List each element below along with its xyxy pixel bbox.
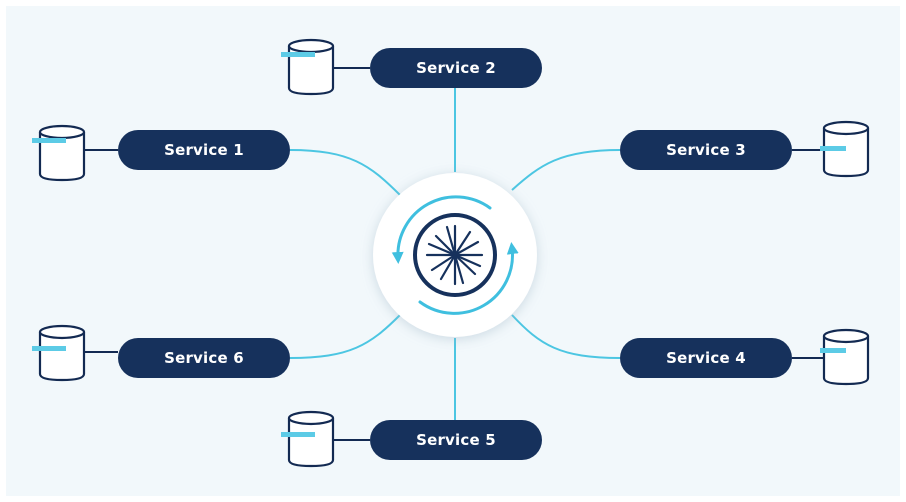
database-icon [281, 410, 335, 468]
db-connectors [84, 67, 824, 441]
service-node-6[interactable]: Service 6 [118, 338, 290, 378]
service-label: Service 5 [416, 431, 496, 449]
service-node-3[interactable]: Service 3 [620, 130, 792, 170]
connector-service-3 [511, 149, 621, 191]
service-node-2[interactable]: Service 2 [370, 48, 542, 88]
database-icon [820, 120, 870, 178]
service-label: Service 6 [164, 349, 244, 367]
database-service-3 [820, 120, 870, 178]
service-label: Service 4 [666, 349, 746, 367]
database-icon [32, 324, 86, 382]
service-node-5[interactable]: Service 5 [370, 420, 542, 460]
refresh-arrows-icon [391, 195, 519, 315]
database-service-2 [281, 38, 335, 96]
connectors [289, 85, 621, 422]
database-icon [32, 124, 86, 182]
database-icon [820, 328, 870, 386]
service-label: Service 1 [164, 141, 244, 159]
service-node-4[interactable]: Service 4 [620, 338, 792, 378]
connector-service-1 [289, 149, 401, 196]
service-label: Service 3 [666, 141, 746, 159]
connector-service-6 [289, 314, 401, 359]
database-service-5 [281, 410, 335, 468]
service-label: Service 2 [416, 59, 496, 77]
burst-icon [425, 224, 484, 286]
central-hub[interactable] [373, 173, 537, 337]
service-node-1[interactable]: Service 1 [118, 130, 290, 170]
database-service-6 [32, 324, 86, 382]
database-icon [281, 38, 335, 96]
connector-service-4 [511, 314, 621, 359]
database-service-1 [32, 124, 86, 182]
database-service-4 [820, 328, 870, 386]
